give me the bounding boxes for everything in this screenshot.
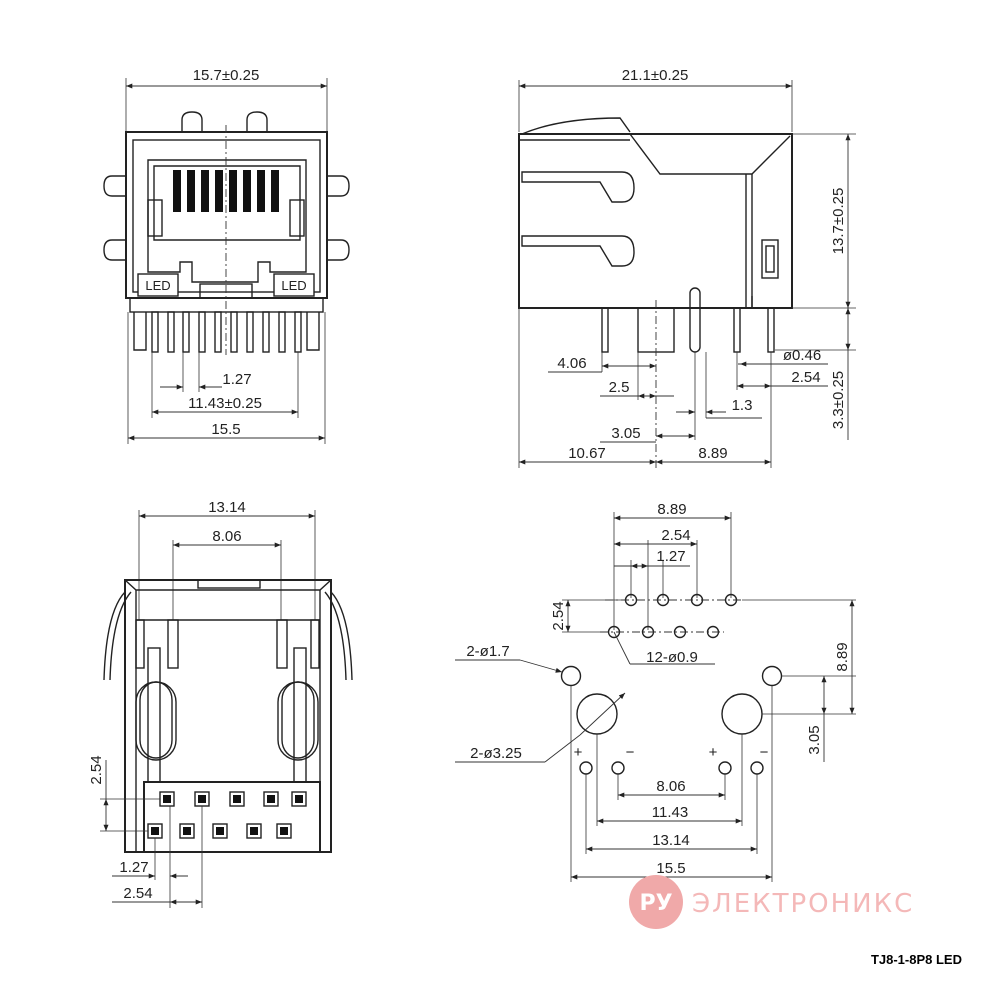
dim-1067: 10.67 — [568, 445, 606, 462]
label-holes-small: 12-ø0.9 — [646, 649, 698, 666]
dim-25: 2.5 — [609, 379, 630, 396]
dim-pcb-254: 2.54 — [661, 527, 690, 544]
led-label-left: LED — [145, 278, 170, 293]
led-label-right: LED — [281, 278, 306, 293]
side-view: 21.1±0.25 13.7±0.25 3.3±0.25 — [518, 67, 856, 470]
dim-pcb-889v: 8.89 — [834, 642, 851, 671]
led-plus-right: + — [709, 744, 718, 761]
logo-text: ЭЛЕКТРОНИКС — [692, 889, 914, 919]
pcb-layout: 8.89 2.54 1.27 2.54 1 — [455, 501, 856, 882]
dim-width-top: 15.7±0.25 — [193, 67, 260, 84]
dim-pcb-305v: 3.05 — [806, 725, 823, 754]
dim-305: 3.05 — [611, 425, 640, 442]
dim-pcb-889: 8.89 — [657, 501, 686, 518]
dim-pitch: 1.27 — [222, 371, 251, 388]
dim-depth: 21.1±0.25 — [622, 67, 689, 84]
dim-height: 13.7±0.25 — [830, 188, 847, 255]
dim-bv-254: 2.54 — [88, 755, 105, 784]
dim-254: 2.54 — [791, 369, 820, 386]
dim-pcb-1314: 13.14 — [652, 832, 690, 849]
label-holes-mount: 2-ø1.7 — [466, 643, 509, 660]
dim-pcb-254v: 2.54 — [550, 601, 567, 630]
dim-width-bottom: 15.5 — [211, 421, 240, 438]
dim-1314: 13.14 — [208, 499, 246, 516]
dim-pcb-127: 1.27 — [656, 548, 685, 565]
logo-mark: РУ — [639, 891, 672, 916]
front-view: 15.7±0.25 LED LED — [103, 67, 350, 444]
led-minus-right: − — [760, 744, 769, 761]
dim-pin-diameter: ø0.46 — [783, 347, 821, 364]
dim-bv-127: 1.27 — [119, 859, 148, 876]
model-number: TJ8-1-8P8 LED — [871, 952, 962, 967]
dim-pin-span: 11.43±0.25 — [188, 395, 262, 412]
led-minus-left: − — [626, 744, 635, 761]
led-plus-left: + — [574, 744, 583, 761]
dim-889: 8.89 — [698, 445, 727, 462]
dim-pcb-1143: 11.43 — [652, 804, 688, 821]
logo-circle — [629, 875, 683, 929]
dim-806: 8.06 — [212, 528, 241, 545]
dim-pcb-155: 15.5 — [656, 860, 685, 877]
bottom-view: 13.14 8.06 — [88, 499, 353, 908]
brand-logo: РУ ЭЛЕКТРОНИКС — [629, 875, 914, 929]
dim-406: 4.06 — [557, 355, 586, 372]
label-holes-large: 2-ø3.25 — [470, 745, 522, 762]
dim-bv-254b: 2.54 — [123, 885, 152, 902]
dim-13: 1.3 — [732, 397, 753, 414]
dim-pin-length: 3.3±0.25 — [830, 371, 847, 429]
dim-pcb-806: 8.06 — [656, 778, 685, 795]
